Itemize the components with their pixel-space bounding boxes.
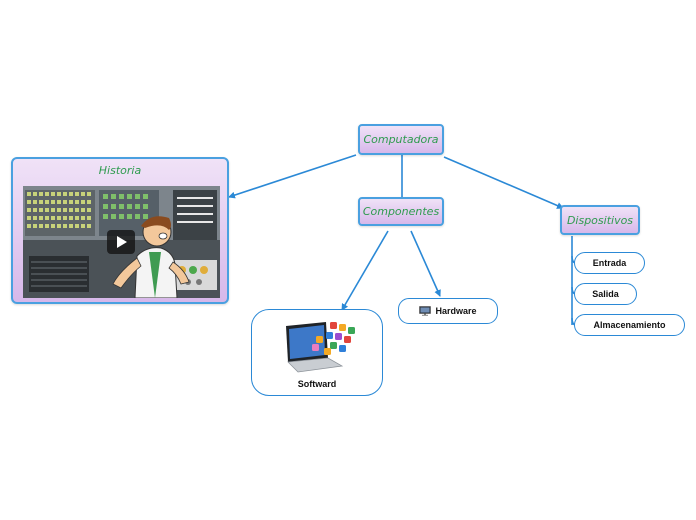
connector-componentes-softward: [341, 230, 389, 311]
softward-node[interactable]: Softward: [251, 309, 383, 396]
componentes-label: Componentes: [362, 205, 440, 218]
play-icon[interactable]: [107, 230, 135, 254]
connector-computadora-historia: [228, 154, 357, 199]
entrada-node[interactable]: Entrada: [574, 252, 645, 274]
laptop-apps-icon: [286, 322, 355, 373]
historia-video-image: [23, 186, 220, 298]
hardware-label: Hardware: [435, 306, 477, 316]
dispositivos-label: Dispositivos: [566, 213, 634, 227]
monitor-icon: [419, 306, 432, 316]
dispositivos-node[interactable]: Dispositivos: [560, 205, 640, 235]
connector-computadora-dispositivos: [443, 156, 564, 209]
hardware-node[interactable]: Hardware: [398, 298, 498, 324]
almacenamiento-node[interactable]: Almacenamiento: [574, 314, 685, 336]
componentes-node[interactable]: Componentes: [358, 197, 444, 226]
softward-label: Softward: [297, 379, 337, 389]
salida-node[interactable]: Salida: [574, 283, 637, 305]
historia-label: Historia: [98, 164, 142, 177]
salida-label: Salida: [592, 289, 619, 299]
computadora-label: Computadora: [363, 133, 439, 146]
historia-node[interactable]: Historia: [11, 157, 229, 304]
historia-video-thumbnail[interactable]: [23, 186, 220, 298]
entrada-label: Entrada: [592, 258, 627, 268]
scientist-character: [112, 216, 190, 298]
app-tiles: [312, 322, 355, 355]
connector-componentes-hardware: [410, 230, 441, 297]
almacenamiento-label: Almacenamiento: [593, 320, 666, 330]
computadora-node[interactable]: Computadora: [358, 124, 444, 155]
